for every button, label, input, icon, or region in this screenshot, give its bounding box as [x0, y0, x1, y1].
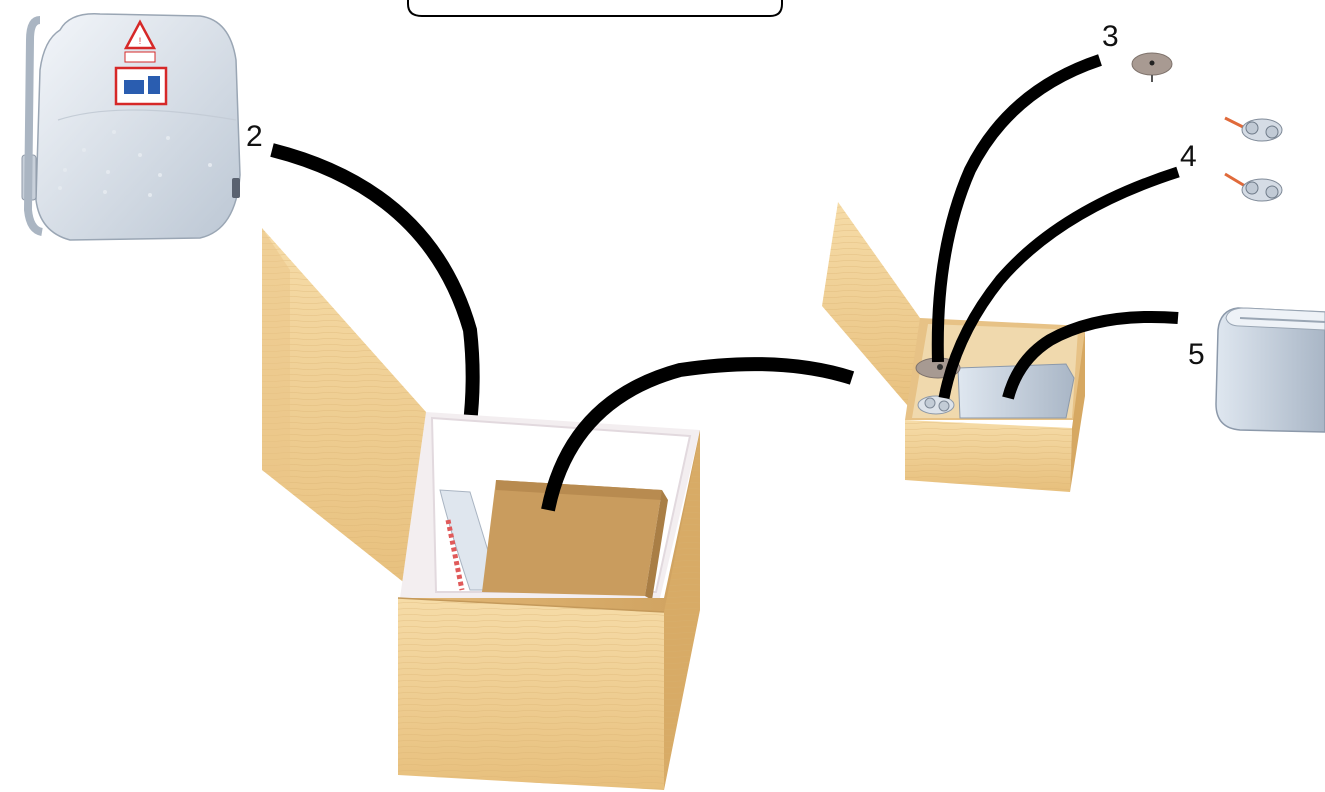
seat-shell-part: !: [21, 13, 241, 241]
large-wooden-crate: [262, 228, 700, 790]
callout-3-label: 3: [1102, 20, 1119, 53]
svg-text:!: !: [139, 36, 142, 46]
callout-5-leader: [1002, 310, 1179, 400]
metal-cover-bracket: [1215, 307, 1325, 433]
pipe-clamp-lower: [1224, 172, 1283, 202]
pipe-clamp-upper: [1224, 116, 1283, 142]
instruction-label-icon: [114, 66, 168, 106]
warning-triangle-icon: !: [123, 19, 157, 50]
caption-box: [407, 0, 783, 17]
inner-box-to-small-crate-leader: [541, 357, 855, 512]
callout-5-label: 5: [1188, 338, 1205, 371]
clamps-in-crate: [917, 395, 955, 415]
round-mounting-disc: [1131, 52, 1173, 82]
inner-wooden-box: [482, 480, 668, 600]
callout-4-leader: [938, 166, 1180, 400]
callout-2-label: 2: [246, 120, 263, 153]
callout-4-label: 4: [1180, 140, 1197, 173]
callout-3-leader: [931, 54, 1102, 363]
